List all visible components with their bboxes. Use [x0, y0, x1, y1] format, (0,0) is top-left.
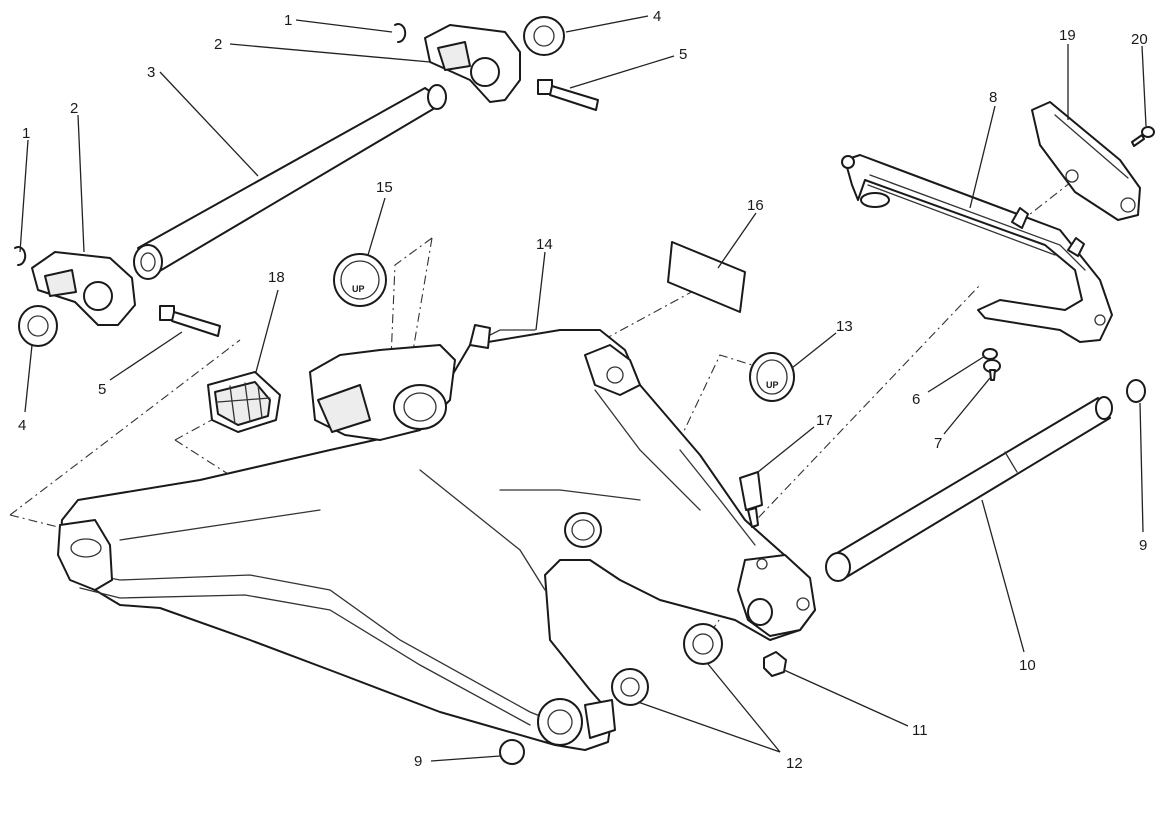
callout-3: 3	[147, 64, 155, 81]
plug-13: UP	[749, 352, 795, 402]
washer-12-a	[611, 668, 649, 706]
plug-15: UP	[333, 253, 387, 307]
callout-5-upper: 5	[679, 46, 687, 63]
circlip-upper	[394, 23, 407, 44]
callout-1-lower: 1	[22, 125, 30, 142]
callout-4-upper: 4	[653, 8, 661, 25]
callout-16: 16	[747, 197, 764, 214]
callout-2-upper: 2	[214, 36, 222, 53]
callout-19: 19	[1059, 27, 1076, 44]
pivot-shaft	[133, 84, 447, 280]
vent-grille	[207, 371, 281, 433]
callout-15: 15	[376, 179, 393, 196]
adjuster-screw-lower	[159, 305, 221, 337]
lock-nut-lower	[18, 305, 58, 347]
chain-guard	[841, 154, 1113, 343]
callout-5-lower: 5	[98, 381, 106, 398]
screw-7	[983, 359, 1001, 381]
circlip-lower	[14, 246, 27, 267]
callout-14: 14	[536, 236, 553, 253]
plug-stamp-15: UP	[352, 284, 365, 294]
callout-17: 17	[816, 412, 833, 429]
callout-6: 6	[912, 391, 920, 408]
callout-10: 10	[1019, 657, 1036, 674]
callout-20: 20	[1131, 31, 1148, 48]
leader-lines	[19, 15, 1147, 762]
callout-18: 18	[268, 269, 285, 286]
callout-8: 8	[989, 89, 997, 106]
nut-11	[763, 651, 787, 677]
chain-adjuster-upper	[424, 24, 521, 103]
adjuster-screw-upper	[537, 79, 599, 111]
callout-9-bottom: 9	[414, 753, 422, 770]
circlip-9-right	[1126, 379, 1146, 403]
plug-stamp-13: UP	[766, 380, 779, 390]
chain-adjuster-lower	[31, 251, 136, 326]
lock-nut-upper	[523, 16, 565, 56]
label-plate	[667, 241, 746, 313]
rear-axle	[825, 396, 1113, 582]
bracket-19	[1031, 101, 1141, 221]
bolt-17	[739, 471, 763, 528]
callout-4-lower: 4	[18, 417, 26, 434]
swingarm-body	[57, 324, 816, 751]
callout-9-right: 9	[1139, 537, 1147, 554]
washer-12-b	[683, 623, 723, 665]
callout-11: 11	[912, 722, 928, 739]
callout-labels: 1 2 3 4 5 1 2 4 5 6 7 8 9 9 10 11 12 13 …	[18, 8, 1148, 772]
callout-7: 7	[934, 435, 942, 452]
callout-12: 12	[786, 755, 803, 772]
callout-13: 13	[836, 318, 853, 335]
callout-1-upper: 1	[284, 12, 292, 29]
washer-6	[982, 348, 998, 360]
circlip-9-bottom	[499, 739, 525, 765]
screw-20	[1131, 126, 1155, 147]
callout-2-lower: 2	[70, 100, 78, 117]
